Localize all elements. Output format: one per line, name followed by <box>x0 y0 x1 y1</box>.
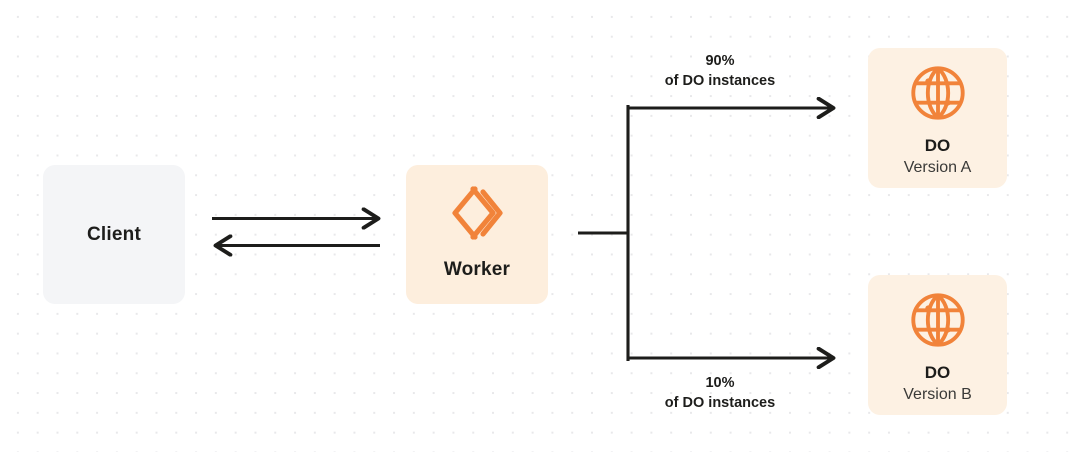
do-a-sublabel: Version A <box>903 159 972 176</box>
globe-icon <box>907 289 969 351</box>
edge-label-do-a-line2: of DO instances <box>664 72 776 89</box>
do-b-sublabel: Version B <box>903 386 972 403</box>
node-do-version-b[interactable]: DO Version B <box>868 275 1007 415</box>
edge-label-do-b: 10% of DO instances <box>620 374 820 413</box>
edge-label-do-b-line1: 10% <box>705 375 735 391</box>
do-a-label: DO <box>924 136 951 155</box>
client-label: Client <box>87 223 141 245</box>
edge-label-do-a: 90% of DO instances <box>620 52 820 91</box>
node-client[interactable]: Client <box>43 165 185 304</box>
edge-label-do-b-line2: of DO instances <box>664 394 776 411</box>
node-do-version-a[interactable]: DO Version A <box>868 48 1007 188</box>
edge-label-do-a-line1: 90% <box>705 53 735 69</box>
node-worker[interactable]: Worker <box>406 165 548 304</box>
do-b-label: DO <box>924 363 951 382</box>
worker-label: Worker <box>443 259 511 280</box>
cloudflare-workers-icon <box>445 181 509 245</box>
globe-icon <box>907 62 969 124</box>
